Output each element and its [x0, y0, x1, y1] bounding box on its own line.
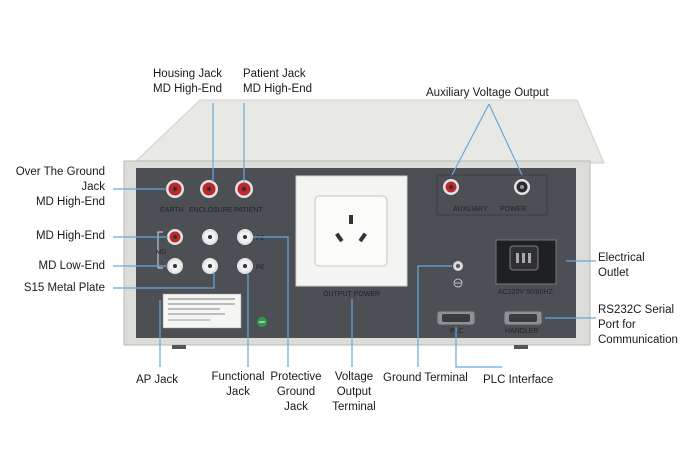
callout-patient-jack-line1: Patient Jack [243, 68, 306, 80]
enclosure-jack [200, 180, 218, 198]
power-label: POWER [500, 206, 526, 213]
power-inlet-pin [522, 253, 525, 263]
callout-protective-ground-jack-line1: Protective [270, 371, 322, 383]
earth-jack [166, 180, 184, 198]
auxiliary-jack-red [443, 179, 459, 195]
callout-plc-interface: PLC Interface [483, 374, 554, 386]
auxiliary-line-left [451, 103, 490, 176]
power-inlet-pin [528, 253, 531, 263]
md-label: MD [156, 249, 166, 256]
callout-md-low-end: MD Low-End [38, 260, 105, 272]
s15-metal-plate-line [113, 272, 215, 289]
callout-electrical-outlet-line2: Outlet [598, 267, 629, 279]
callout-functional-jack-line2: Jack [226, 386, 250, 398]
callout-protective-ground-jack: Protective Ground Jack [266, 370, 326, 415]
callout-auxiliary-voltage-output: Auxiliary Voltage Output [426, 87, 549, 99]
callout-patient-jack-line2: MD High-End [243, 83, 313, 95]
callout-over-the-ground-line2: Jack [81, 181, 105, 193]
handler-port [503, 310, 543, 326]
callout-rs232c-line2: Port for [598, 319, 636, 331]
device-foot-left [172, 345, 186, 349]
plc-port [436, 310, 476, 326]
callout-housing-jack-line2: MD High-End [153, 83, 223, 95]
socket-holes [335, 215, 367, 243]
pe-label-lower: PE [256, 264, 265, 271]
power-inlet-pin [516, 253, 519, 263]
ground-terminal-post [453, 261, 463, 271]
auxiliary-jack-black [514, 179, 530, 195]
callout-voltage-output-terminal-line1: Voltage [334, 371, 374, 383]
callout-electrical-outlet: Electrical Outlet [598, 251, 645, 281]
callout-protective-ground-jack-line3: Jack [284, 401, 308, 413]
callout-voltage-output-terminal: Voltage Output Terminal [324, 370, 384, 415]
callout-voltage-output-terminal-line3: Terminal [332, 401, 376, 413]
protective-ground-line [253, 236, 289, 367]
patient-label: PATIENT [234, 207, 263, 214]
ground-symbol-sticker [257, 317, 267, 327]
callout-protective-ground-jack-line2: Ground [276, 386, 316, 398]
callout-voltage-output-terminal-line2: Output [336, 386, 372, 398]
callout-over-the-ground-line3: MD High-End [35, 196, 105, 208]
callout-rs232c: RS232C Serial Port for Communication [598, 303, 678, 348]
output-power-label: OUTPUT POWER [323, 291, 380, 298]
md-low-end-jack [167, 258, 183, 274]
functional-jack-socket [202, 258, 218, 274]
enclosure-label: ENCLOSURE [189, 207, 233, 214]
pe-jack-lower [237, 258, 253, 274]
md-bracket [157, 231, 163, 269]
callout-s15-metal-plate: S15 Metal Plate [23, 282, 105, 294]
device-housing-top [132, 99, 605, 164]
callout-ap-jack: AP Jack [136, 374, 178, 386]
callout-electrical-outlet-line1: Electrical [598, 252, 645, 264]
callout-rs232c-line3: Communication [598, 334, 678, 346]
callout-ground-terminal: Ground Terminal [383, 372, 468, 384]
callout-functional-jack: Functional Jack [208, 370, 268, 400]
auxiliary-box [436, 174, 548, 216]
ap-jack-upper [202, 229, 218, 245]
device-foot-right [514, 345, 528, 349]
callout-housing-jack: Housing Jack MD High-End [153, 67, 222, 97]
output-power-socket [314, 195, 388, 267]
callout-over-the-ground-line1: Over The Ground [15, 166, 105, 178]
handler-label: HANDLER [505, 328, 538, 335]
plc-interface-line [455, 327, 502, 368]
callout-over-the-ground: Over The Ground Jack MD High-End [8, 165, 105, 210]
auxiliary-line-right [488, 103, 523, 176]
pe-jack-upper [237, 229, 253, 245]
callout-housing-jack-line1: Housing Jack [153, 68, 223, 80]
ground-terminal-symbol [453, 278, 463, 288]
ground-terminal-line [417, 265, 452, 367]
callout-functional-jack-line1: Functional [211, 371, 265, 383]
pe-label-upper: PE [256, 235, 265, 242]
auxiliary-label: AUXLIARY [453, 206, 488, 213]
ac-rating-label: AC220V 50/60HZ [498, 289, 554, 296]
device-label-sticker [162, 293, 242, 329]
callout-md-high-end: MD High-End [35, 230, 105, 242]
callout-rs232c-line1: RS232C Serial [598, 304, 675, 316]
md-high-end-jack [167, 229, 183, 245]
earth-label: EARTH [160, 207, 184, 214]
patient-jack [235, 180, 253, 198]
callout-patient-jack: Patient Jack MD High-End [243, 67, 312, 97]
plc-label: PLC [450, 328, 464, 335]
